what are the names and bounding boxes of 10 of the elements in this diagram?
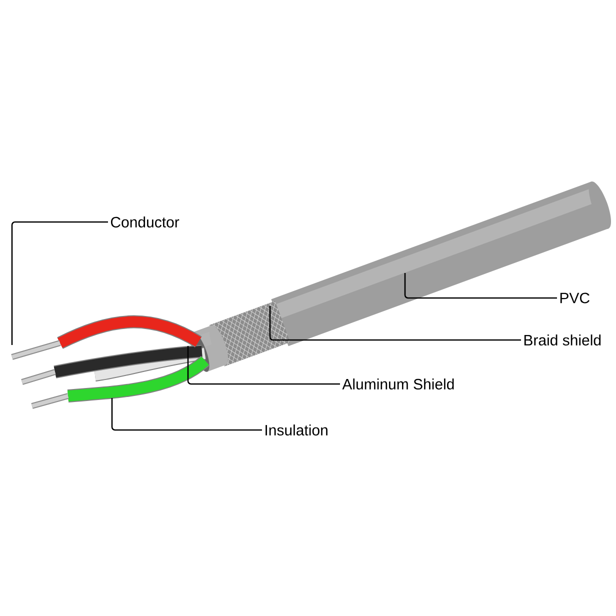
- leader-line: [187, 346, 340, 385]
- callout-label: Aluminum Shield: [342, 378, 454, 390]
- callout-label: Conductor: [110, 216, 180, 228]
- callout-label: Braid shield: [524, 334, 601, 346]
- leader-line: [404, 273, 557, 299]
- leader-line: [111, 398, 262, 431]
- callout-label: PVC: [560, 292, 590, 304]
- leader-line: [269, 306, 521, 341]
- callout-label: Insulation: [266, 424, 328, 436]
- leader-line: [11, 221, 108, 345]
